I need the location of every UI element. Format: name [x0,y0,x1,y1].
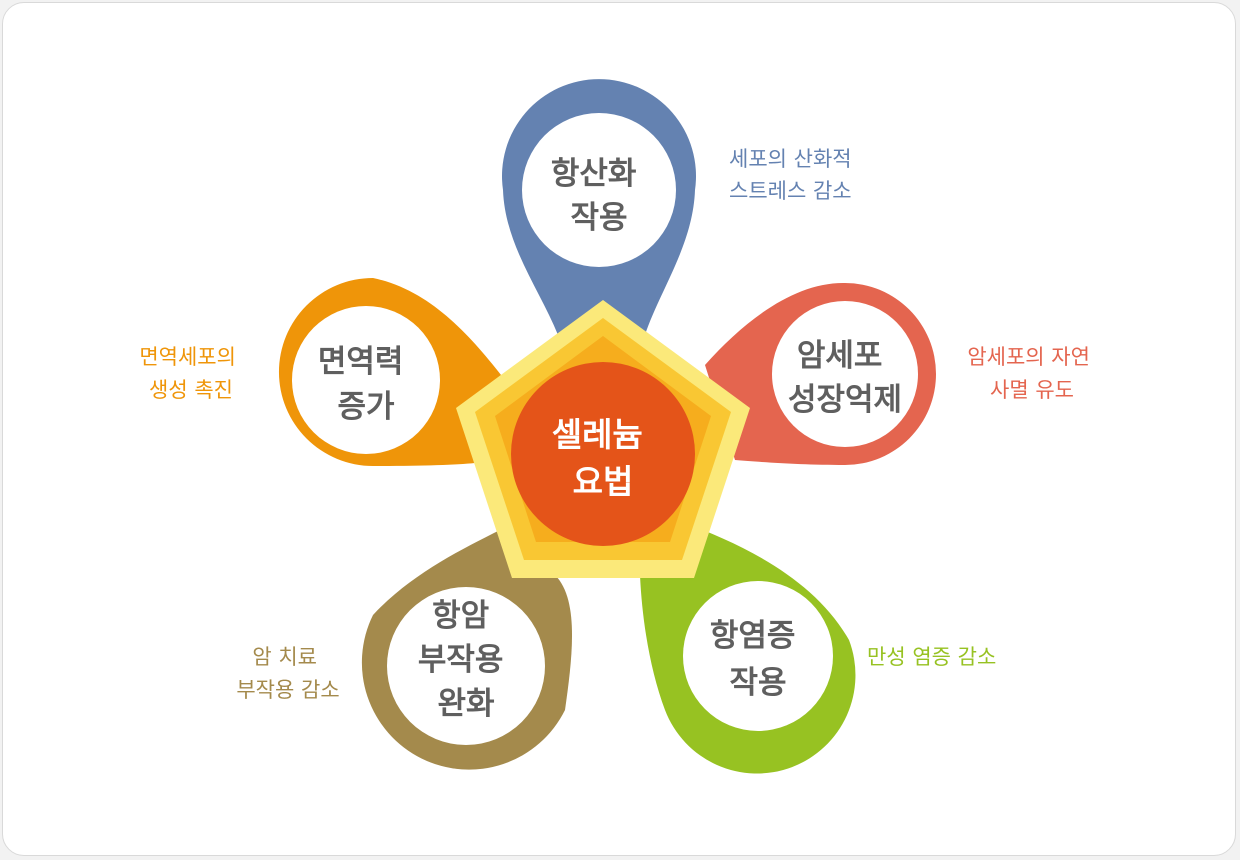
petal-anticancer-side-effect-relief: 항암 부작용 완화 암 치료 부작용 감소 [236,530,573,770]
petal-anticancer-side-effect-relief-title-line-1: 항암 [432,598,489,634]
petal-immunity-boost-desc-line-1: 면역세포의 [139,345,236,369]
center-hub: 셀레늄 요법 [456,300,750,578]
petal-anti-inflammatory-title-line-2: 작용 [729,665,786,701]
petal-anti-inflammatory-circle [683,581,833,731]
petal-immunity-boost-title-line-1: 면역력 [318,344,404,380]
petal-immunity-boost: 면역력 증가 면역세포의 생성 촉진 [139,277,505,466]
svg-text:암세포 성장억제: 암세포 성장억제 [788,338,902,418]
svg-text:항암 부작용 완화: 항암 부작용 완화 [418,598,514,722]
petal-anti-inflammatory: 항염증 작용 만성 염증 감소 [639,522,996,774]
petal-anti-inflammatory-desc-line-1: 만성 염증 감소 [867,645,996,669]
svg-text:면역세포의 생성 촉진: 면역세포의 생성 촉진 [139,345,242,402]
center-title-line-2: 요법 [573,462,634,501]
petal-cancer-growth-suppression-title-line-2: 성장억제 [788,382,902,418]
petal-anti-inflammatory-title-line-1: 항염증 [710,618,796,654]
petal-cancer-growth-suppression-desc-line-2: 사멸 유도 [990,378,1074,402]
petal-antioxidant: 항산화 작용 세포의 산화적 스트레스 감소 [502,79,858,335]
petal-cancer-growth-suppression: 암세포 성장억제 암세포의 자연 사멸 유도 [705,282,1096,465]
petal-antioxidant-desc-line-2: 스트레스 감소 [729,179,852,203]
petal-cancer-growth-suppression-title-line-1: 암세포 [797,338,883,374]
center-title-line-1: 셀레늄 [552,415,643,454]
petal-anticancer-side-effect-relief-desc-line-1: 암 치료 [252,645,317,669]
svg-text:암 치료 부작용 감소: 암 치료 부작용 감소 [236,645,339,702]
svg-text:항산화 작용: 항산화 작용 [551,156,647,236]
svg-text:면역력 증가: 면역력 증가 [318,344,414,425]
petal-cancer-growth-suppression-desc-line-1: 암세포의 자연 [967,345,1090,369]
petal-immunity-boost-title-line-2: 증가 [337,389,395,425]
petal-immunity-boost-desc-line-2: 생성 촉진 [149,378,233,402]
svg-text:만성 염증 감소: 만성 염증 감소 [867,645,996,669]
svg-text:셀레늄 요법: 셀레늄 요법 [552,415,655,501]
petal-immunity-boost-circle [292,306,440,454]
petal-anticancer-side-effect-relief-circle [387,587,545,745]
petal-anticancer-side-effect-relief-title-line-3: 완화 [437,686,495,722]
svg-text:세포의 산화적 스트레스 감소: 세포의 산화적 스트레스 감소 [729,147,858,203]
petal-antioxidant-title-line-2: 작용 [570,200,627,236]
petal-anticancer-side-effect-relief-desc-line-2: 부작용 감소 [236,678,339,702]
svg-text:암세포의 자연 사멸 유도: 암세포의 자연 사멸 유도 [967,345,1096,402]
petal-antioxidant-circle [522,113,676,267]
svg-text:항염증 작용: 항염증 작용 [710,618,806,701]
center-circle [511,362,695,546]
petal-antioxidant-title-line-1: 항산화 [551,156,637,192]
petal-antioxidant-desc-line-1: 세포의 산화적 [729,147,852,171]
petal-cancer-growth-suppression-circle [772,301,918,447]
petal-anticancer-side-effect-relief-title-line-2: 부작용 [418,642,504,678]
